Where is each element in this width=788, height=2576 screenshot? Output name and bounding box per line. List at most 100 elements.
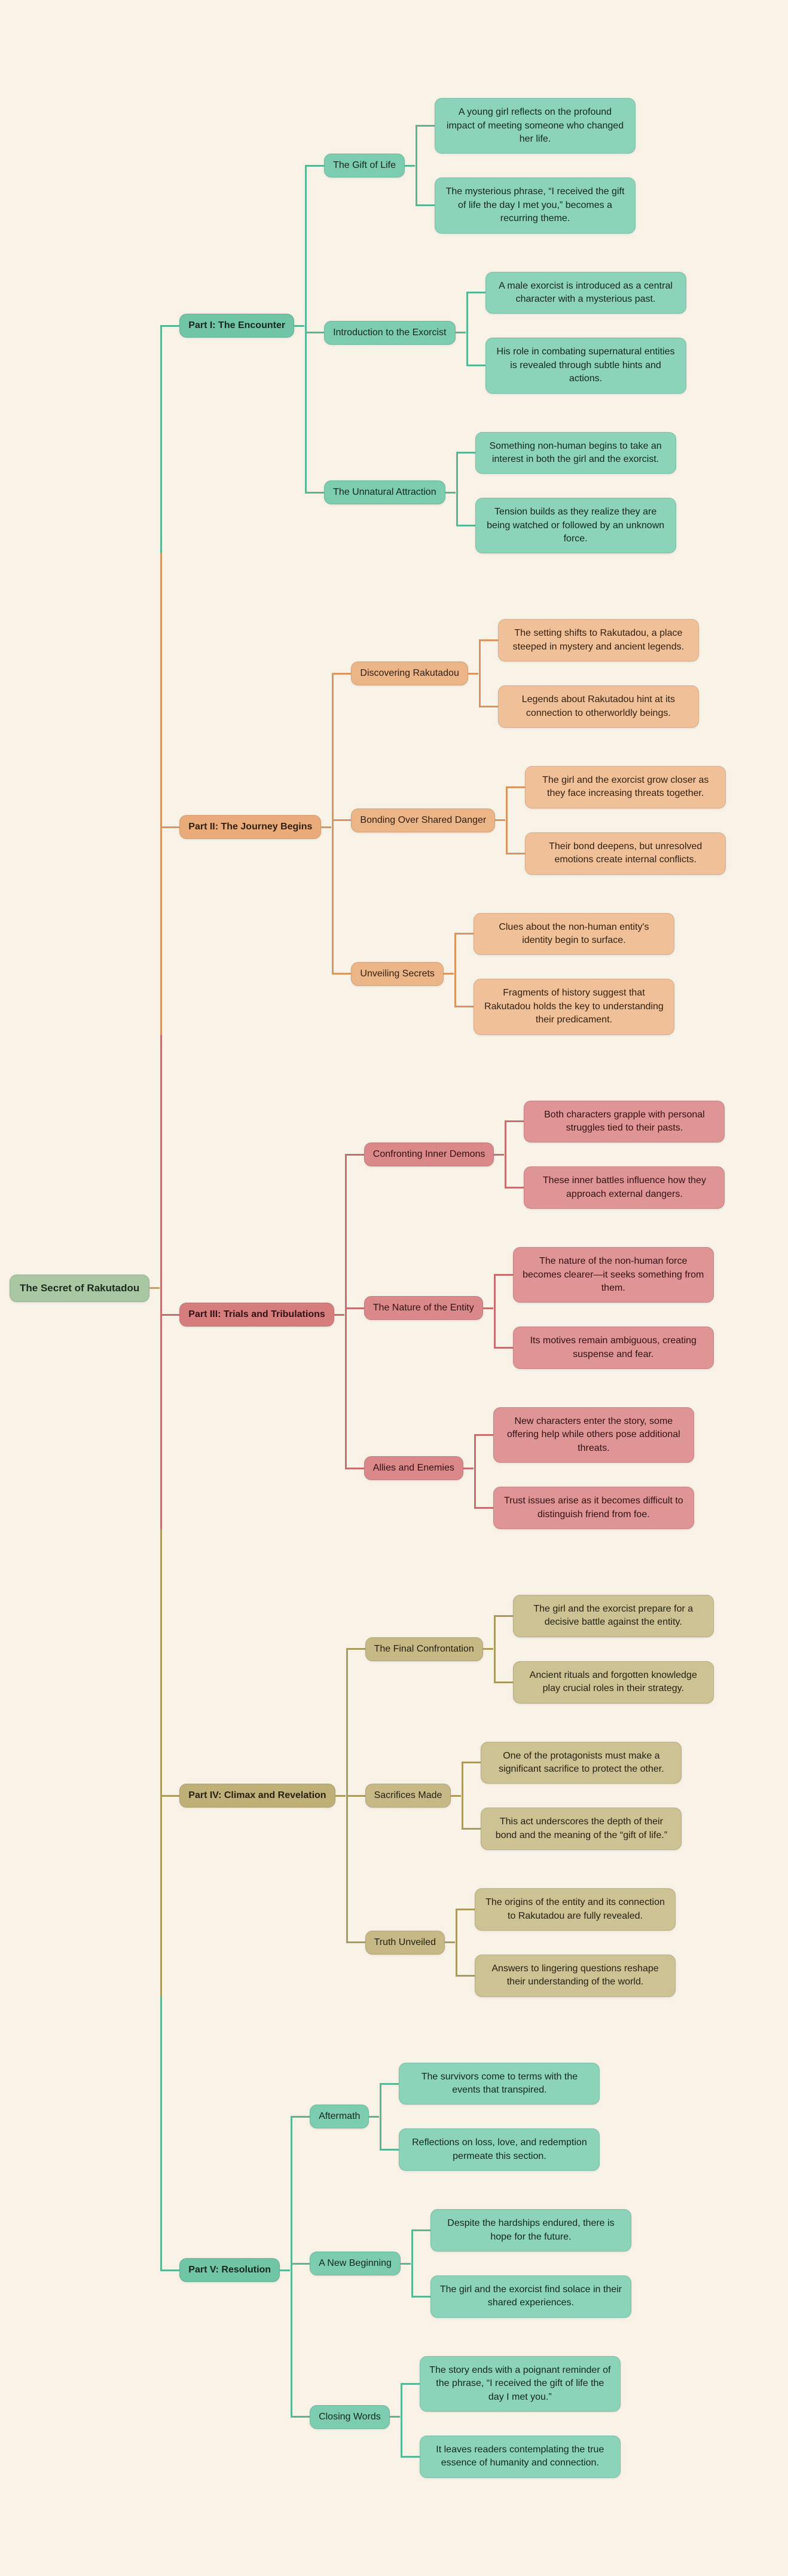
branch: The girl and the exorcist grow closer as… xyxy=(525,766,726,808)
part-node: Part II: The Journey Begins xyxy=(179,815,332,839)
connector-branch: Its motives remain ambiguous, creating s… xyxy=(493,1303,714,1370)
detail-node: Its motives remain ambiguous, creating s… xyxy=(512,1327,714,1370)
branch: The setting shifts to Rakutadou, a place… xyxy=(497,619,699,662)
children-column: The nature of the non-human force become… xyxy=(493,1247,714,1370)
children-column: The girl and the exorcist grow closer as… xyxy=(506,766,726,875)
branch: The mysterious phrase, “I received the g… xyxy=(435,177,636,234)
connector-branch: This act underscores the depth of their … xyxy=(462,1784,682,1851)
children-column: The origins of the entity and its connec… xyxy=(456,1888,676,1997)
connector-branch: Allies and Enemies New characters enter t… xyxy=(344,1369,725,1530)
detail-node: Trust issues arise as it becomes difficu… xyxy=(493,1487,694,1530)
topic-node: Allies and Enemies xyxy=(364,1456,474,1481)
connector-branch: Despite the hardships endured, there is … xyxy=(411,2209,631,2252)
branch: A New Beginning Despite the hardships end… xyxy=(310,2209,631,2318)
detail-node: A young girl reflects on the profound im… xyxy=(435,98,636,154)
connector-branch: The Nature of the Entity The nature of th… xyxy=(344,1209,725,1370)
branch: A young girl reflects on the profound im… xyxy=(435,98,636,154)
detail-node: Ancient rituals and forgotten knowledge … xyxy=(512,1661,714,1704)
connector-branch: A New Beginning Despite the hardships end… xyxy=(291,2171,631,2318)
connector-branch: His role in combating supernatural entit… xyxy=(466,314,686,394)
branch: One of the protagonists must make a sign… xyxy=(481,1741,682,1784)
connector-branch: The nature of the non-human force become… xyxy=(493,1247,714,1303)
connector-branch: One of the protagonists must make a sign… xyxy=(462,1741,682,1784)
detail-node: These inner battles influence how they a… xyxy=(524,1166,725,1209)
connector-branch: Introduction to the Exorcist A male exorc… xyxy=(305,233,686,394)
connector-branch: The origins of the entity and its connec… xyxy=(456,1888,676,1931)
detail-node: His role in combating supernatural entit… xyxy=(485,338,686,394)
connector-branch: These inner battles influence how they a… xyxy=(505,1142,725,1209)
topic-node: Introduction to the Exorcist xyxy=(324,320,466,345)
connector-branch: Sacrifices Made One of the protagonists m… xyxy=(346,1703,714,1851)
branch: Tension builds as they realize they are … xyxy=(475,498,676,554)
branch: The girl and the exorcist find solace in… xyxy=(430,2275,631,2318)
branch: This act underscores the depth of their … xyxy=(481,1808,682,1851)
branch: Its motives remain ambiguous, creating s… xyxy=(512,1327,714,1370)
connector-branch: New characters enter the story, some off… xyxy=(474,1407,694,1463)
children-column: The girl and the exorcist prepare for a … xyxy=(493,1595,714,1704)
branch: The Final Confrontation The girl and the … xyxy=(365,1595,714,1704)
children-column: Clues about the non-human entity's ident… xyxy=(454,912,674,1035)
branch: His role in combating supernatural entit… xyxy=(485,338,686,394)
detail-node: The girl and the exorcist prepare for a … xyxy=(512,1595,714,1637)
topic-node: Bonding Over Shared Danger xyxy=(351,808,506,832)
branch: Sacrifices Made One of the protagonists m… xyxy=(365,1741,682,1851)
branch: Their bond deepens, but unresolved emoti… xyxy=(525,832,726,875)
children-column: Confronting Inner Demons Both characters … xyxy=(344,1100,725,1530)
detail-node: This act underscores the depth of their … xyxy=(481,1808,682,1851)
detail-node: Both characters grapple with personal st… xyxy=(524,1100,725,1143)
connector-branch: Something non-human begins to take an in… xyxy=(456,431,676,474)
branch: Reflections on loss, love, and redemptio… xyxy=(399,2128,600,2171)
detail-node: Reflections on loss, love, and redemptio… xyxy=(399,2128,600,2171)
connector-branch: The girl and the exorcist find solace in… xyxy=(411,2252,631,2318)
detail-node: The girl and the exorcist find solace in… xyxy=(430,2275,631,2318)
branch: The origins of the entity and its connec… xyxy=(475,1888,676,1931)
children-column: A young girl reflects on the profound im… xyxy=(416,98,636,234)
topic-node: The Unnatural Attraction xyxy=(324,480,456,505)
connector-branch: The mysterious phrase, “I received the g… xyxy=(416,154,636,234)
detail-node: The nature of the non-human force become… xyxy=(512,1247,714,1303)
detail-node: Answers to lingering questions reshape t… xyxy=(475,1954,676,1997)
detail-node: Clues about the non-human entity's ident… xyxy=(473,912,674,955)
branch: Legends about Rakutadou hint at its conn… xyxy=(497,685,699,728)
connector-branch: The girl and the exorcist prepare for a … xyxy=(493,1595,714,1637)
detail-node: One of the protagonists must make a sign… xyxy=(481,1741,682,1784)
topic-node: The Final Confrontation xyxy=(365,1637,493,1661)
detail-node: Despite the hardships endured, there is … xyxy=(430,2209,631,2252)
topic-node: The Nature of the Entity xyxy=(364,1296,493,1321)
branch: Ancient rituals and forgotten knowledge … xyxy=(512,1661,714,1704)
part-node: Part IV: Climax and Revelation xyxy=(179,1784,346,1808)
topic-node: A New Beginning xyxy=(310,2252,411,2276)
branch: Allies and Enemies New characters enter t… xyxy=(364,1407,694,1530)
topic-node: Truth Unveiled xyxy=(365,1930,456,1955)
branch: Part IV: Climax and Revelation The Final … xyxy=(179,1595,714,1997)
detail-node: It leaves readers contemplating the true… xyxy=(419,2436,621,2478)
connector-branch: Fragments of history suggest that Rakuta… xyxy=(454,955,674,1035)
detail-node: New characters enter the story, some off… xyxy=(493,1407,694,1463)
children-column: Despite the hardships endured, there is … xyxy=(411,2209,631,2318)
topic-node: Closing Words xyxy=(310,2405,400,2429)
detail-node: The girl and the exorcist grow closer as… xyxy=(525,766,726,808)
children-column: A male exorcist is introduced as a centr… xyxy=(466,271,686,394)
branch: The Gift of Life A young girl reflects on… xyxy=(324,98,636,234)
topic-node: Confronting Inner Demons xyxy=(364,1142,505,1167)
branch: Truth Unveiled The origins of the entity … xyxy=(365,1888,676,1997)
topic-node: Sacrifices Made xyxy=(365,1784,462,1808)
connector-branch: Ancient rituals and forgotten knowledge … xyxy=(493,1637,714,1704)
topic-node: The Gift of Life xyxy=(324,154,415,178)
detail-node: A male exorcist is introduced as a centr… xyxy=(485,271,686,314)
branch: A male exorcist is introduced as a centr… xyxy=(485,271,686,314)
connector-branch: The girl and the exorcist grow closer as… xyxy=(506,766,726,808)
branch: The girl and the exorcist prepare for a … xyxy=(512,1595,714,1637)
